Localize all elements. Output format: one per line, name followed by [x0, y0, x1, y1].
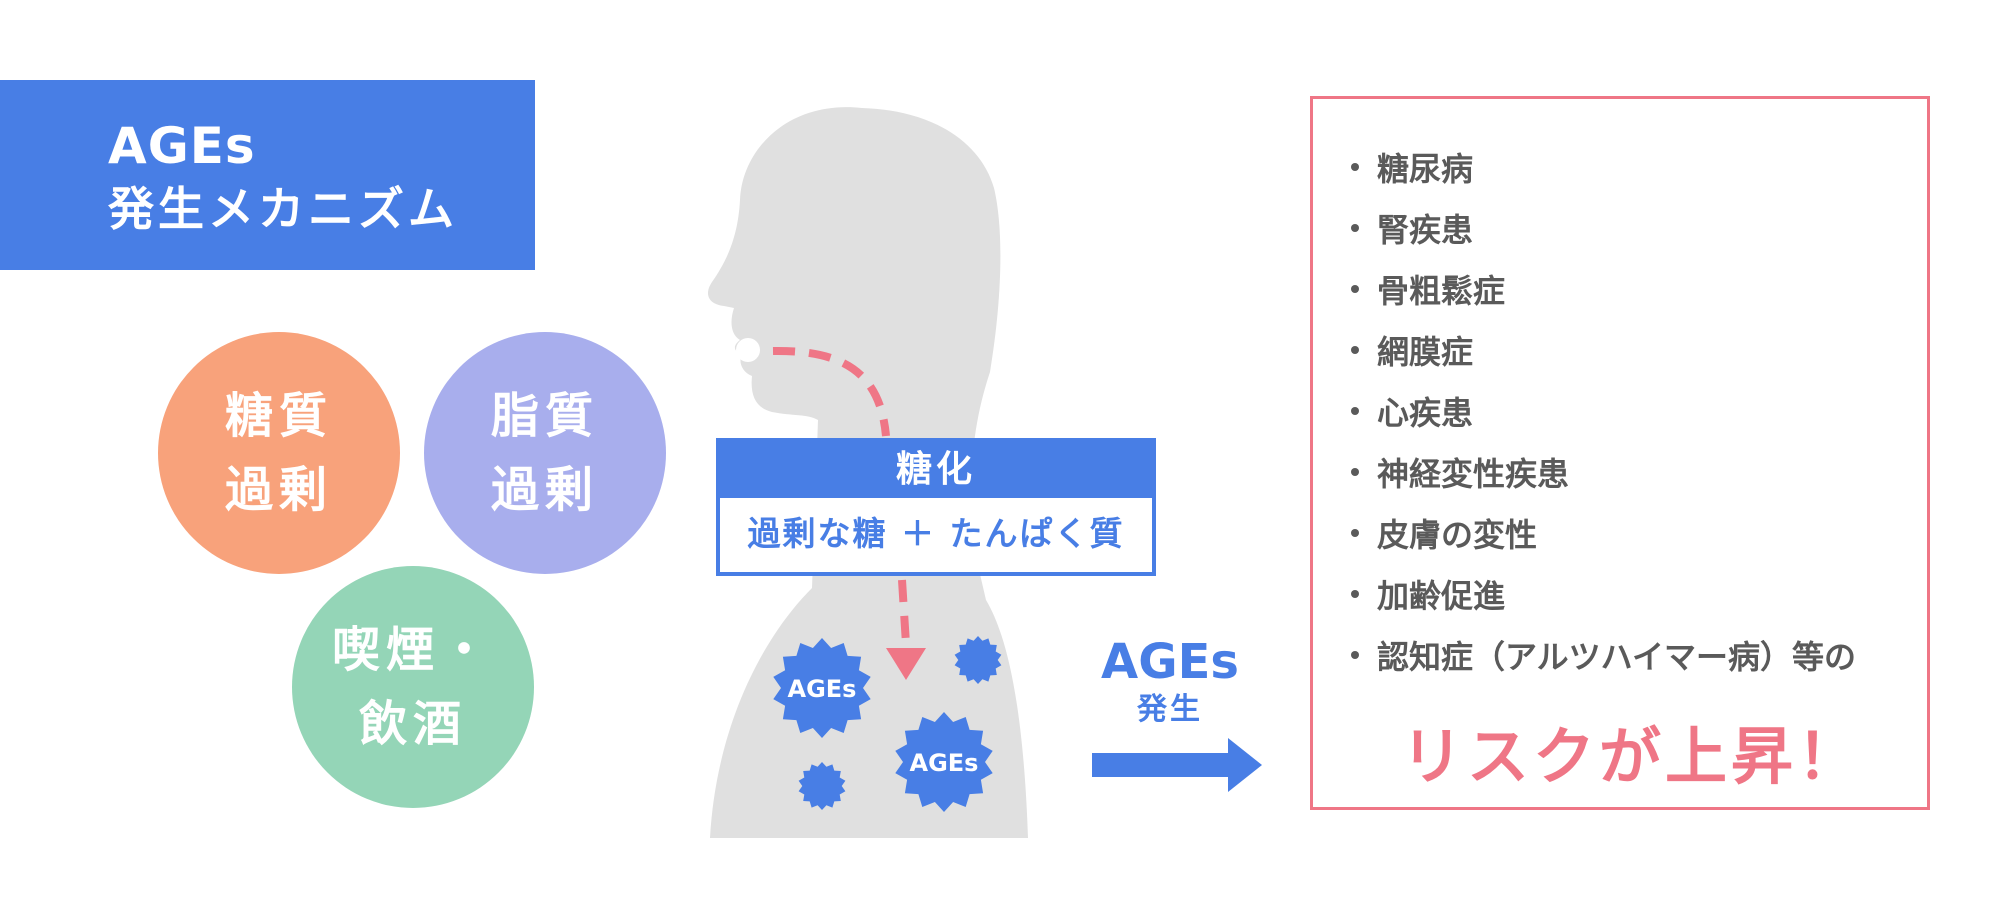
risk-item-text: 認知症（アルツハイマー病）等の [1377, 638, 1857, 676]
cause-label: 喫煙・ [331, 622, 494, 678]
dashed-arrow-upper [772, 346, 890, 437]
glycation-heading: 糖化 [720, 442, 1152, 498]
risk-item-text: 皮膚の変性 [1377, 516, 1538, 554]
arrow-head [1228, 738, 1262, 792]
risk-item-text: 骨粗鬆症 [1377, 272, 1506, 310]
cause-label: 脂質 [490, 388, 599, 444]
risk-item: 網膜症 [1351, 322, 1927, 383]
ages-particle [895, 712, 993, 812]
cause-label: 過剰 [490, 462, 599, 518]
ages-generation-label: AGEs 発生 [1080, 634, 1260, 730]
ages-arrow-sublabel: 発生 [1137, 692, 1203, 727]
bullet-icon [1351, 590, 1359, 598]
bullet-icon [1351, 224, 1359, 232]
risk-item-text: 腎疾患 [1377, 211, 1474, 249]
cause-label: 過剰 [224, 462, 333, 518]
risk-item: 糖尿病 [1351, 139, 1927, 200]
risk-item-text: 心疾患 [1377, 394, 1474, 432]
bullet-icon [1351, 285, 1359, 293]
risk-item-text: 網膜症 [1377, 333, 1474, 371]
bullet-icon [1351, 163, 1359, 171]
bullet-icon [1351, 407, 1359, 415]
risk-item: 神経変性疾患 [1351, 444, 1927, 505]
cause-bubble-smoking-drinking: 喫煙・ 飲酒 [292, 566, 534, 808]
ages-particle [798, 762, 846, 810]
risk-item: 腎疾患 [1351, 200, 1927, 261]
glycation-formula: 過剰な糖 ＋ たんぱく質 [747, 514, 1125, 553]
ages-arrow-label: AGEs [1101, 634, 1239, 690]
cause-bubble-fat: 脂質 過剰 [424, 332, 666, 574]
arrow-shaft [1092, 753, 1232, 777]
risk-item-text: 糖尿病 [1377, 150, 1474, 188]
ages-particle [773, 638, 871, 738]
risk-box: 糖尿病 腎疾患 骨粗鬆症 網膜症 心疾患 神経変性疾患 皮膚の変性 加齢促進 認… [1310, 96, 1930, 810]
risk-item: 骨粗鬆症 [1351, 261, 1927, 322]
bullet-icon [1351, 529, 1359, 537]
ages-particle-label: AGEs [910, 749, 979, 777]
risk-list: 糖尿病 腎疾患 骨粗鬆症 網膜症 心疾患 神経変性疾患 皮膚の変性 加齢促進 認… [1351, 139, 1927, 688]
bullet-icon [1351, 468, 1359, 476]
glycation-box: 糖化 過剰な糖 ＋ たんぱく質 [716, 438, 1156, 576]
risk-item: 皮膚の変性 [1351, 505, 1927, 566]
title-line-1: AGEs [108, 117, 256, 175]
risk-item: 心疾患 [1351, 383, 1927, 444]
cause-bubble-sugar: 糖質 過剰 [158, 332, 400, 574]
dashed-arrow-lower [898, 579, 910, 645]
risk-result: リスクが上昇！ [1401, 720, 1864, 793]
risk-item: 加齢促進 [1351, 566, 1927, 627]
ages-particle [954, 636, 1002, 684]
cause-label: 糖質 [224, 388, 333, 444]
bullet-icon [1351, 346, 1359, 354]
dashed-arrow-head [886, 648, 926, 680]
risk-item-text: 神経変性疾患 [1377, 455, 1570, 493]
mouth [736, 338, 760, 362]
ages-particle-label: AGEs [788, 675, 857, 703]
bullet-icon [1351, 651, 1359, 659]
risk-item-text: 加齢促進 [1377, 577, 1506, 615]
cause-label: 飲酒 [358, 696, 467, 752]
title-box: AGEs 発生メカニズム [0, 80, 535, 270]
risk-item: 認知症（アルツハイマー病）等の [1351, 627, 1927, 688]
title-line-2: 発生メカニズム [108, 182, 458, 236]
